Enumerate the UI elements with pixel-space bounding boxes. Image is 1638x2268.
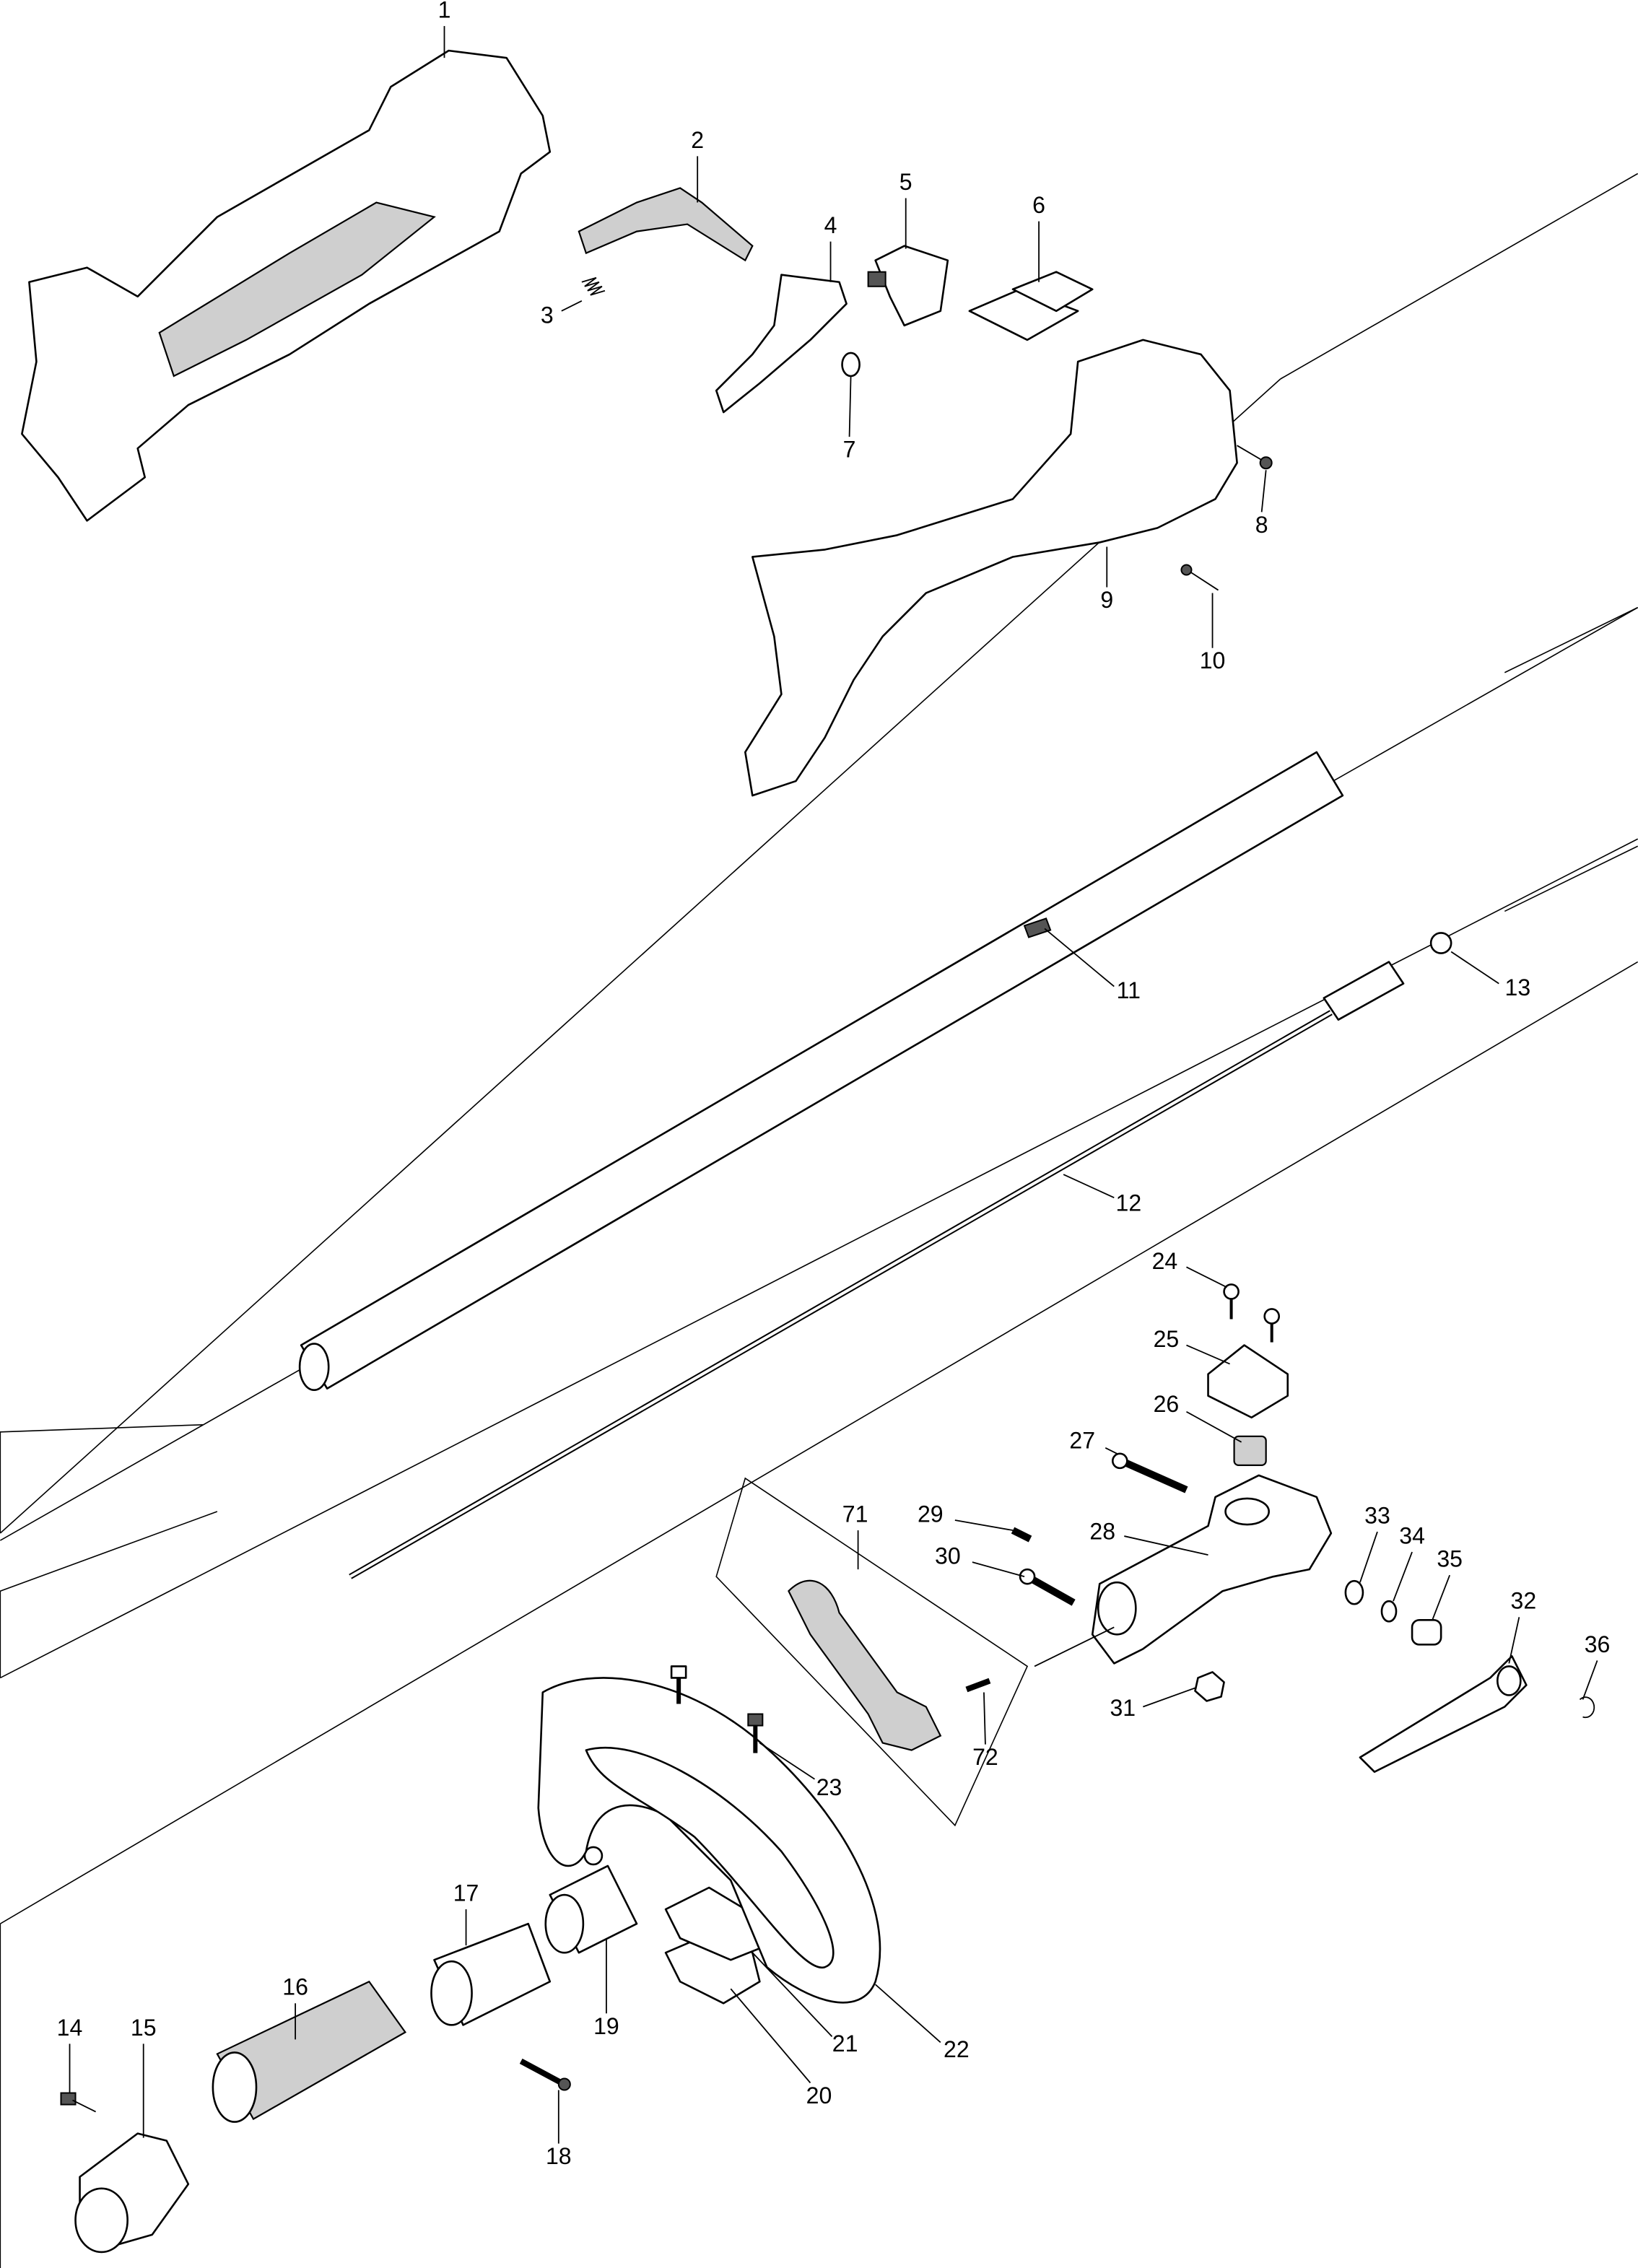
part-10-screw[interactable] [1180, 564, 1219, 591]
part-15-clamp[interactable] [74, 2132, 190, 2254]
callout-29: 29 [918, 1501, 944, 1527]
callout-9: 9 [1100, 587, 1113, 613]
callout-11: 11 [1117, 977, 1141, 1003]
part-33-washer[interactable] [1344, 1579, 1364, 1605]
part-17-holder[interactable] [430, 1922, 552, 2026]
part-31-nut[interactable] [1194, 1671, 1225, 1702]
callout-32: 32 [1511, 1588, 1537, 1614]
part-71-handle-assembly[interactable] [788, 1579, 942, 1751]
callout-24: 24 [1152, 1248, 1178, 1274]
part-19-sleeve[interactable] [544, 1846, 638, 1954]
callout-13: 13 [1505, 974, 1531, 1000]
part-3-spring[interactable] [581, 276, 606, 296]
callout-72: 72 [972, 1744, 998, 1770]
callout-5: 5 [899, 169, 912, 195]
callout-19: 19 [593, 2013, 619, 2039]
callout-3: 3 [541, 302, 554, 328]
callout-17: 17 [453, 1880, 479, 1906]
part-29-screw[interactable] [1011, 1527, 1032, 1543]
callout-35: 35 [1437, 1546, 1463, 1572]
callout-36: 36 [1585, 1631, 1611, 1657]
callout-15: 15 [131, 2015, 157, 2041]
part-23-bolt[interactable] [670, 1665, 764, 1753]
callout-25: 25 [1154, 1326, 1180, 1352]
callout-33: 33 [1364, 1502, 1390, 1528]
part-72-screw[interactable] [965, 1678, 991, 1693]
part-25-cap[interactable] [1207, 1344, 1289, 1419]
part-18-bolt[interactable] [519, 2058, 571, 2091]
callout-7: 7 [843, 437, 856, 463]
callout-30: 30 [935, 1543, 961, 1569]
part-22-loop-handle[interactable] [537, 1677, 881, 2004]
callout-28: 28 [1089, 1519, 1115, 1545]
part-26-nut[interactable] [1233, 1435, 1267, 1466]
part-6-switch-button[interactable] [968, 271, 1094, 341]
part-30-bolt[interactable] [1019, 1568, 1076, 1606]
callout-12: 12 [1115, 1190, 1141, 1216]
callout-4: 4 [824, 212, 837, 238]
callout-22: 22 [944, 2036, 970, 2062]
part-9-housing-half[interactable] [744, 339, 1238, 797]
part-35-collar[interactable] [1411, 1618, 1442, 1646]
callout-31: 31 [1110, 1695, 1136, 1721]
part-2-lock-lever[interactable] [578, 187, 754, 262]
part-34-o-ring[interactable] [1380, 1600, 1398, 1623]
part-28-bracket[interactable] [1091, 1474, 1333, 1665]
callout-16: 16 [282, 1974, 308, 2000]
part-24-screw[interactable] [1223, 1283, 1281, 1343]
part-11-pipe[interactable] [298, 751, 1344, 1391]
callout-10: 10 [1200, 647, 1226, 673]
callout-8: 8 [1255, 512, 1268, 538]
callout-18: 18 [546, 2143, 572, 2169]
part-7-pin[interactable] [841, 352, 861, 378]
callout-23: 23 [816, 1774, 842, 1800]
callout-71: 71 [842, 1501, 868, 1527]
part-12-drive-shaft[interactable] [349, 961, 1405, 1579]
part-8-screw[interactable] [1237, 445, 1273, 470]
callout-34: 34 [1399, 1523, 1425, 1549]
part-27-bolt[interactable] [1111, 1452, 1188, 1493]
leader-lines [69, 26, 1598, 2144]
part-4-trigger[interactable] [715, 274, 848, 414]
callout-6: 6 [1032, 192, 1045, 218]
part-36-e-ring[interactable] [1579, 1696, 1595, 1719]
part-13-circlip[interactable] [1429, 932, 1452, 954]
callout-labels: 1 2 3 4 5 6 7 8 9 10 11 12 13 14 15 16 1… [57, 0, 1611, 2169]
part-16-grip[interactable] [212, 1980, 407, 2123]
callout-21: 21 [832, 2031, 858, 2057]
part-32-lever[interactable] [1359, 1655, 1528, 1773]
callout-20: 20 [806, 2082, 832, 2108]
part-5-switch[interactable] [867, 245, 949, 327]
callout-27: 27 [1069, 1427, 1095, 1453]
callout-1: 1 [438, 0, 451, 22]
part-14-screw[interactable] [60, 2092, 96, 2113]
part-1-housing-half[interactable] [21, 49, 552, 522]
callout-2: 2 [691, 127, 704, 153]
callout-26: 26 [1154, 1391, 1180, 1417]
callout-14: 14 [57, 2015, 83, 2041]
